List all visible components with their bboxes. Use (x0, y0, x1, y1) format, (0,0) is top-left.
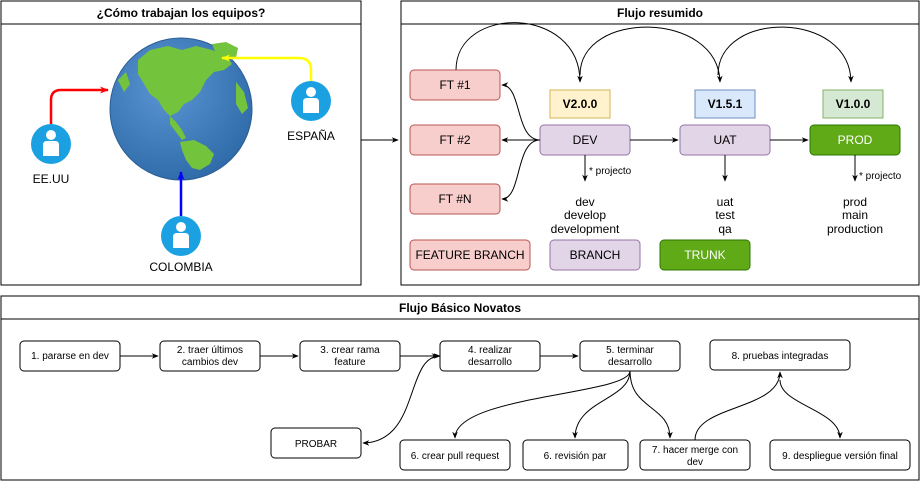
prod-name: prod (843, 195, 867, 209)
feature-label: FT #2 (439, 133, 470, 147)
version-label: V1.0.0 (836, 97, 871, 111)
step-box (709, 339, 851, 371)
step-3-label: feature (334, 357, 366, 368)
prod-name: production (827, 222, 883, 236)
merge-to-tests-arrow (694, 371, 783, 441)
feature-label: FT #N (438, 192, 471, 206)
step-4-label: 4. realizar (468, 345, 513, 356)
branch-arrow (452, 370, 631, 439)
test-arrow (362, 353, 441, 446)
feature-box (409, 124, 501, 156)
curve-arrow (717, 26, 854, 83)
step-5-label: desarrollo (608, 357, 652, 368)
step-7-label: 6. revisión par (544, 451, 607, 462)
step-5-label: 5. terminar (606, 345, 654, 356)
curve-arrow (579, 26, 723, 83)
step-box (399, 439, 511, 471)
usa-label: EE.UU (33, 172, 70, 186)
legend-feature-branch (409, 239, 531, 271)
feature-box (409, 183, 501, 215)
legend-trunk (659, 239, 751, 271)
step-6-label: 6. crear pull request (411, 451, 500, 462)
dev-to-feature-arrow (501, 82, 541, 141)
flow-panel-title: Flujo resumido (617, 6, 703, 20)
uat-name: qa (718, 222, 732, 236)
version-badge (822, 89, 884, 119)
flow-panel: Flujo resumido FT #1 FT #2 FT #N V2.0.0 … (400, 0, 920, 286)
branch-arrow (572, 370, 631, 439)
step-4-label: desarrollo (468, 357, 512, 368)
spain-arrow (221, 54, 313, 81)
teams-panel-title: ¿Cómo trabajan los equipos? (97, 6, 266, 20)
version-badge (549, 89, 611, 119)
usa-arrow (49, 86, 109, 124)
usa-team: EE.UU (31, 124, 71, 186)
novice-panel-title: Flujo Básico Novatos (399, 301, 521, 315)
dev-name: development (551, 222, 620, 236)
dev-label: DEV (573, 133, 598, 147)
prod-name: main (842, 208, 868, 222)
uat-name: test (715, 208, 735, 222)
colombia-label: COLOMBIA (149, 260, 212, 274)
legend-branch (549, 239, 641, 271)
tests-to-deploy-arrow (779, 379, 843, 439)
feature-box (409, 69, 501, 101)
step-2-label: 2. traer últimos (177, 345, 243, 356)
step-3-label: 3. crear rama (320, 345, 380, 356)
probar-label: PROBAR (295, 439, 337, 450)
prod-label: PROD (838, 133, 873, 147)
branch-arrow (629, 370, 673, 439)
projecto-note: * projecto (859, 171, 902, 182)
probar-box (270, 427, 362, 459)
step-8-label: dev (687, 457, 703, 468)
step-box (769, 439, 911, 471)
version-label: V2.0.0 (563, 97, 598, 111)
dev-name: develop (564, 208, 606, 222)
spain-label: ESPAÑA (287, 129, 335, 143)
dev-name: dev (575, 195, 594, 209)
step-box (522, 439, 629, 471)
novice-panel: Flujo Básico Novatos 1. pararse en dev 2… (0, 295, 920, 481)
dev-to-feature-arrow (501, 139, 541, 202)
legend-feature-branch-label: FEATURE BRANCH (415, 248, 524, 262)
globe-icon (109, 37, 253, 181)
teams-panel: ¿Cómo trabajan los equipos? EE.UU (0, 0, 362, 286)
step-1-label: 1. pararse en dev (31, 351, 109, 362)
version-label: V1.5.1 (708, 97, 743, 111)
colombia-team: COLOMBIA (149, 216, 213, 274)
version-badge (694, 89, 756, 119)
uat-name: uat (717, 195, 734, 209)
step-10-label: 9. despliegue versión final (782, 451, 898, 462)
spain-team: ESPAÑA (287, 81, 335, 143)
step-8-label: 7. hacer merge con (652, 445, 738, 456)
step-9-label: 8. pruebas integradas (732, 351, 829, 362)
legend-branch-label: BRANCH (570, 248, 621, 262)
projecto-note: * projecto (589, 166, 632, 177)
legend-trunk-label: TRUNK (684, 248, 725, 262)
curve-arrow (455, 22, 583, 83)
feature-label: FT #1 (439, 78, 470, 92)
uat-label: UAT (713, 133, 737, 147)
step-2-label: cambios dev (182, 357, 238, 368)
